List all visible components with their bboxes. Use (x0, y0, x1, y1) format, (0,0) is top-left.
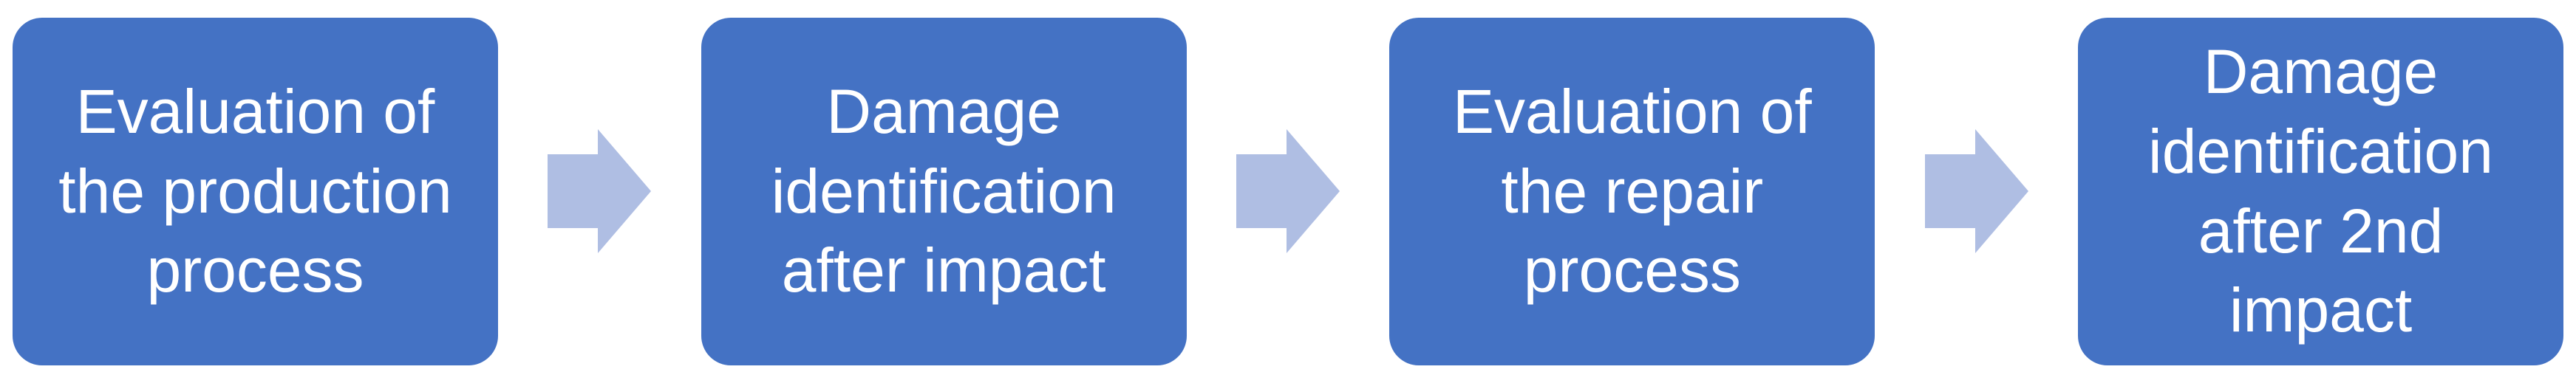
right-arrow-icon (1236, 128, 1340, 253)
right-arrow-icon (548, 128, 652, 253)
step-box-3: Evaluation of the repair process (1389, 18, 1875, 365)
right-arrow-shape (1924, 128, 2028, 253)
connector-1 (498, 0, 701, 389)
step-label-4: Damage identification after 2nd impact (2148, 37, 2493, 345)
step-box-2: Damage identification after impact (701, 18, 1187, 365)
right-arrow-shape (1236, 128, 1340, 253)
connector-3 (1875, 0, 2078, 389)
step-label-1: Evaluation of the production process (58, 77, 452, 306)
step-box-1: Evaluation of the production process (13, 18, 498, 365)
right-arrow-icon (1924, 128, 2028, 253)
step-label-3: Evaluation of the repair process (1453, 77, 1812, 306)
step-label-2: Damage identification after impact (771, 77, 1117, 306)
connector-2 (1187, 0, 1390, 389)
step-box-4: Damage identification after 2nd impact (2078, 18, 2564, 365)
right-arrow-shape (548, 128, 652, 253)
